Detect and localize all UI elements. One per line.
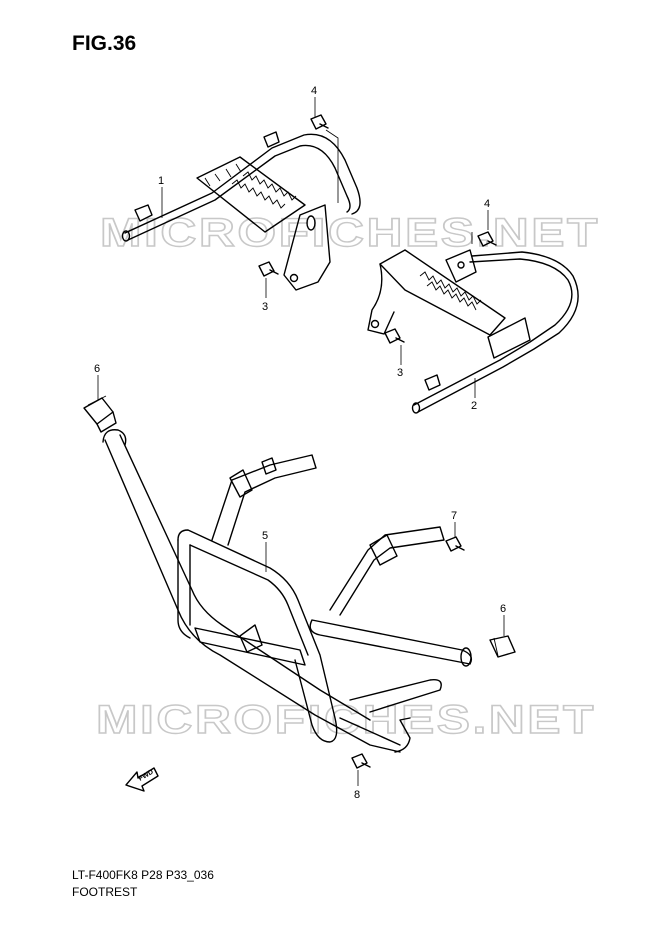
figure-title: FIG.36 bbox=[72, 32, 137, 55]
bolt-3-upper bbox=[258, 261, 279, 277]
callout-2: 2 bbox=[471, 400, 477, 412]
leader-lines bbox=[97, 97, 505, 786]
callout-4-right: 4 bbox=[484, 198, 490, 210]
callout-3-right: 3 bbox=[397, 367, 403, 379]
cap-6-right bbox=[489, 635, 516, 658]
callout-4-upper: 4 bbox=[311, 85, 317, 97]
callout-8: 8 bbox=[354, 789, 360, 801]
callout-1: 1 bbox=[158, 175, 164, 187]
fwd-arrow-icon: FWD bbox=[125, 767, 159, 792]
bolt-3-right bbox=[384, 328, 405, 344]
watermark-top: MICROFICHES.NET bbox=[100, 211, 600, 255]
part-1-footrest-left bbox=[121, 131, 361, 291]
fwd-label: FWD bbox=[138, 769, 155, 783]
part-2-footrest-right bbox=[367, 249, 579, 414]
cap-6-left bbox=[83, 395, 117, 433]
part-5-footrest-frame bbox=[102, 429, 473, 753]
bolt-4-upper bbox=[310, 114, 329, 130]
callout-3-upper: 3 bbox=[262, 301, 268, 313]
callout-5: 5 bbox=[262, 530, 268, 542]
bolt-7 bbox=[445, 536, 465, 552]
callout-6-left: 6 bbox=[94, 363, 100, 375]
bolt-8 bbox=[351, 753, 371, 769]
callout-7: 7 bbox=[451, 510, 457, 522]
callout-6-right: 6 bbox=[500, 603, 506, 615]
bolt-4-right bbox=[477, 231, 497, 247]
model-code: LT-F400FK8 P28 P33_036 bbox=[72, 868, 214, 882]
section-name: FOOTREST bbox=[72, 885, 138, 899]
